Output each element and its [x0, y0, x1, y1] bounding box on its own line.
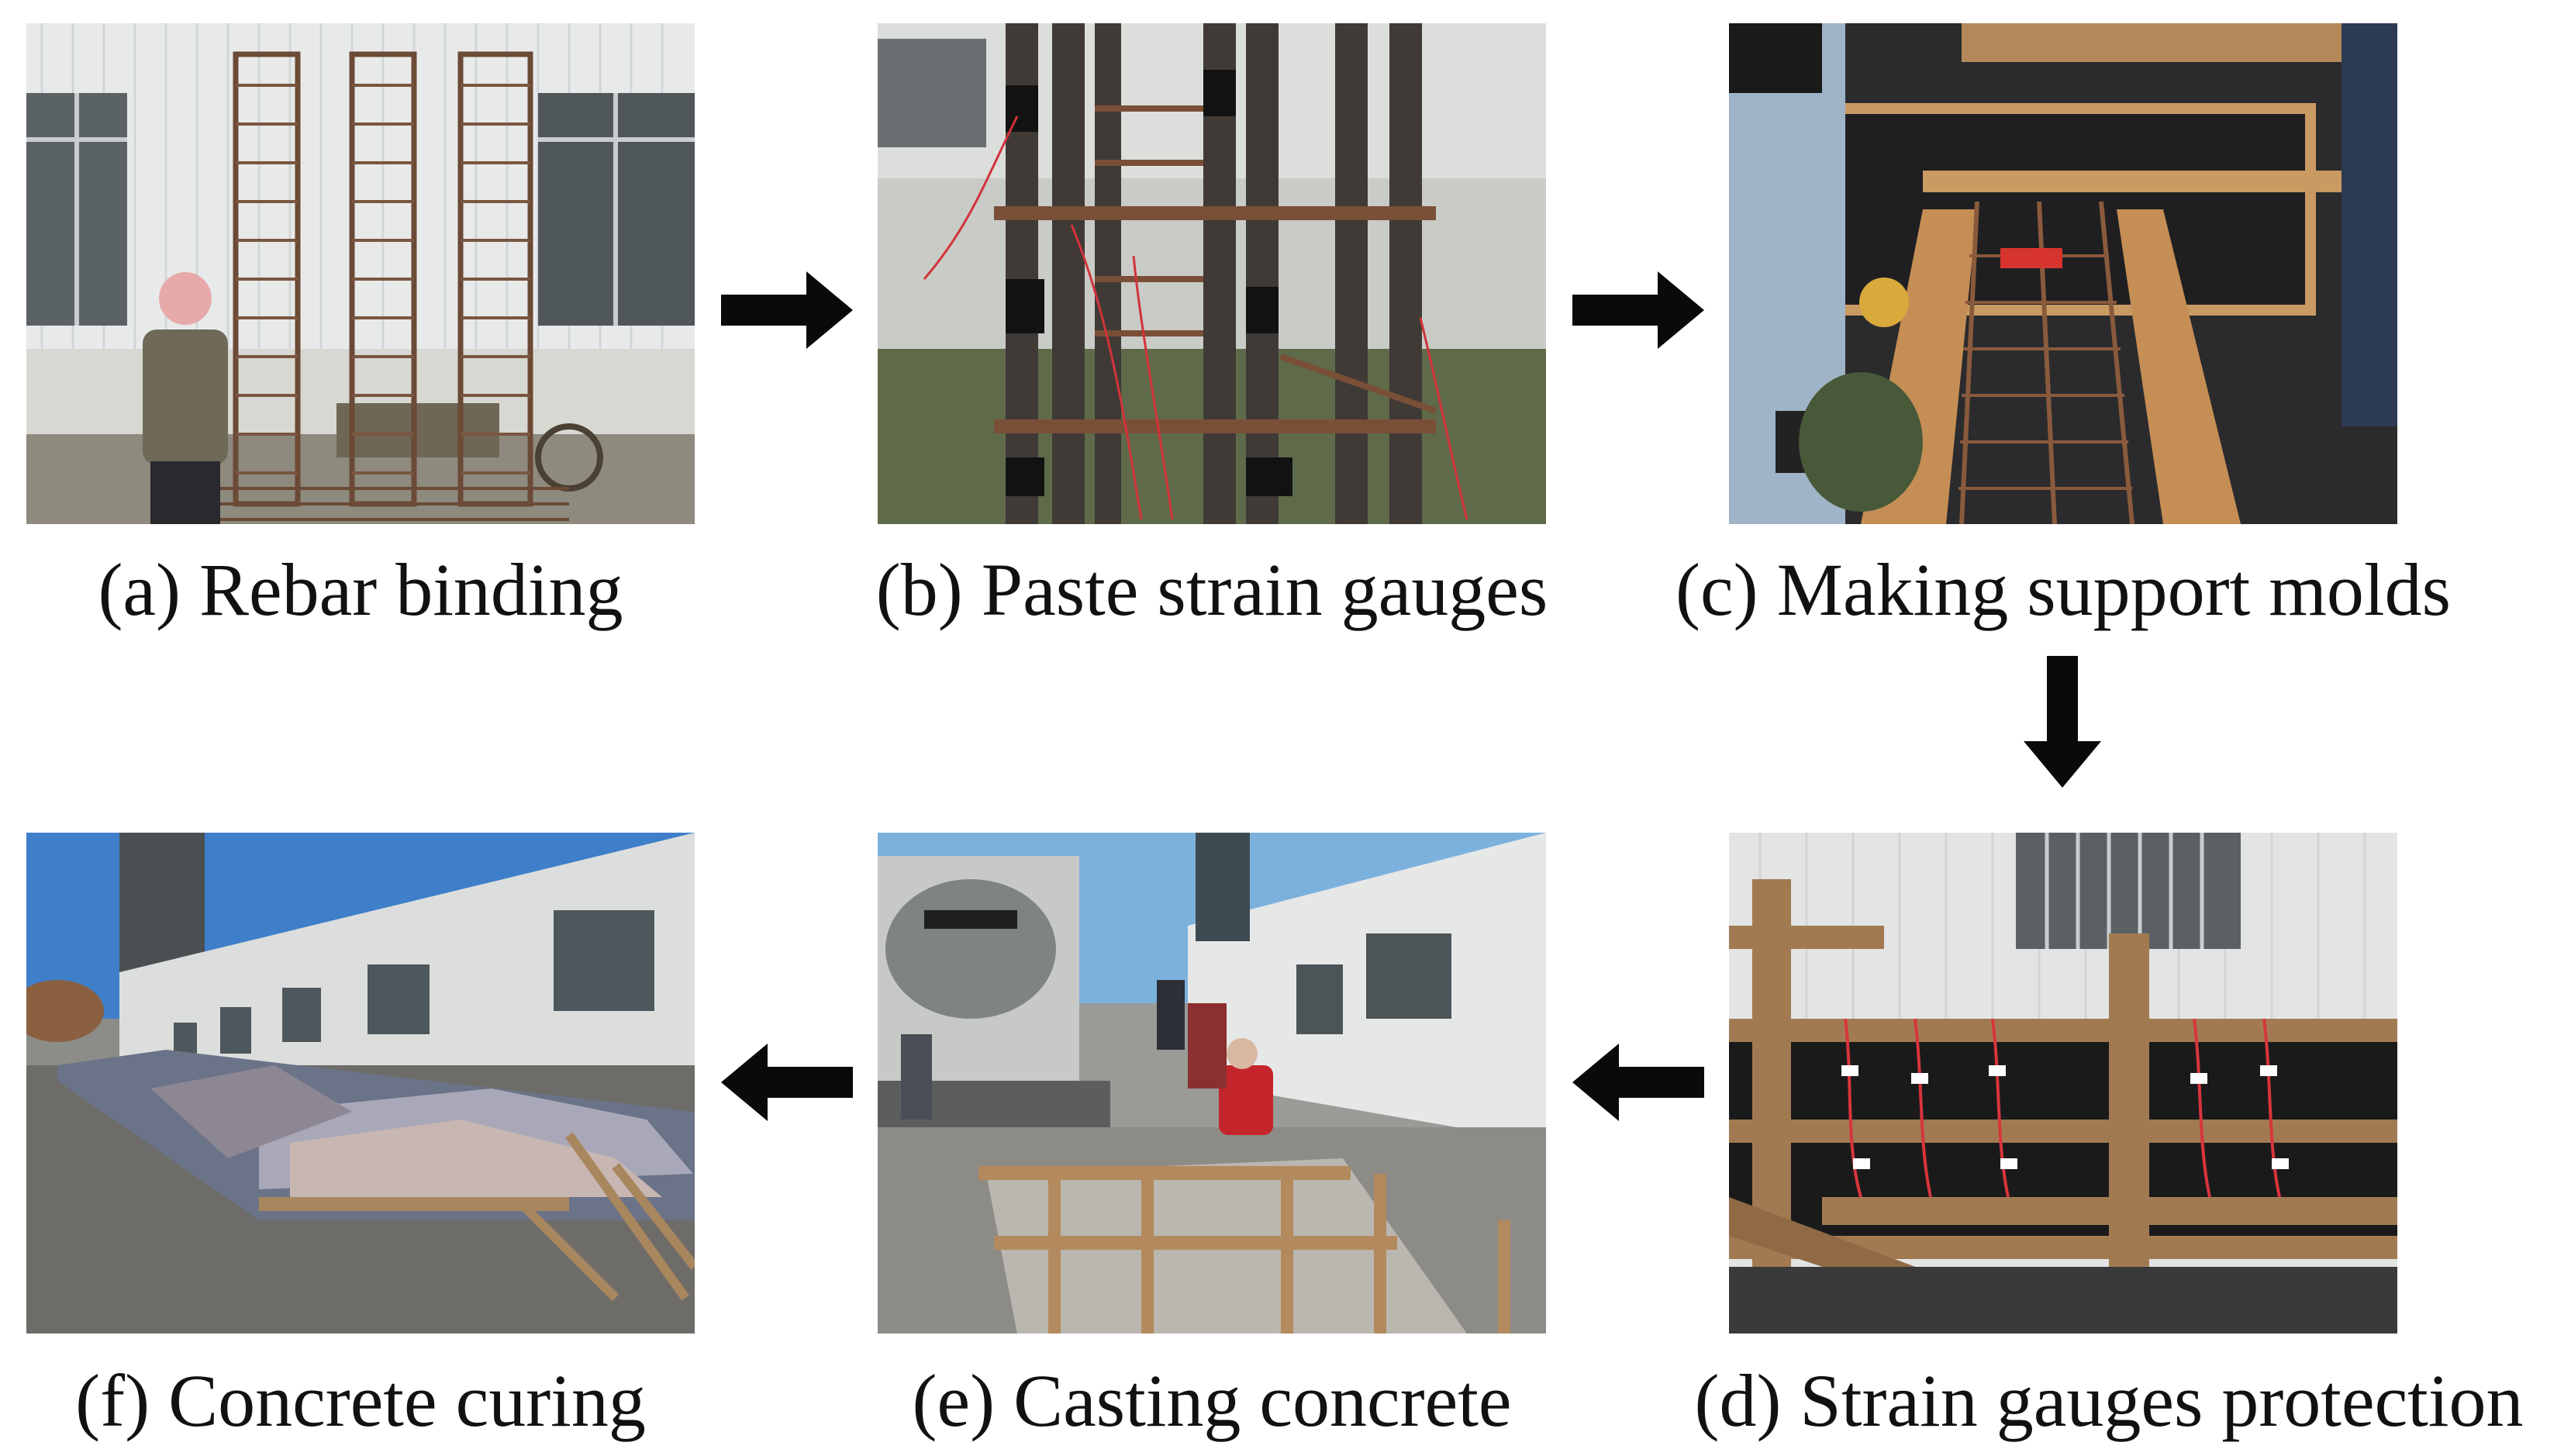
arrow-left-e-to-f [721, 1044, 853, 1121]
arrow-right-a-to-b [721, 271, 853, 349]
caption-paste-strain-gauges: (b) Paste strain gauges [875, 548, 1548, 631]
photo-strain-gauges-protection [1729, 833, 2397, 1334]
concrete-curing-image [26, 833, 695, 1334]
caption-making-support-molds: (c) Making support molds [1675, 548, 2451, 631]
photo-making-support-molds [1729, 23, 2397, 524]
arrow-right-b-to-c [1572, 271, 1704, 349]
strain-gauges-image [878, 23, 1546, 524]
arrow-down-c-to-d [2024, 656, 2101, 788]
photo-concrete-curing [26, 833, 695, 1334]
caption-strain-gauges-protection: (d) Strain gauges protection [1694, 1359, 2524, 1442]
casting-concrete-image [878, 833, 1546, 1334]
strain-gauges-protection-image [1729, 833, 2397, 1334]
caption-casting-concrete: (e) Casting concrete [912, 1359, 1512, 1442]
photo-paste-strain-gauges [878, 23, 1546, 524]
arrow-left-d-to-e [1572, 1044, 1704, 1121]
caption-rebar-binding: (a) Rebar binding [98, 548, 623, 631]
support-molds-image [1729, 23, 2397, 524]
arrow-left-icon [721, 1044, 853, 1121]
caption-concrete-curing: (f) Concrete curing [75, 1359, 646, 1442]
photo-rebar-binding [26, 23, 695, 524]
rebar-binding-image [26, 23, 695, 524]
arrow-right-icon [1572, 271, 1704, 349]
photo-casting-concrete [878, 833, 1546, 1334]
arrow-right-icon [721, 271, 853, 349]
arrow-left-icon [1572, 1044, 1704, 1121]
arrow-down-icon [2024, 656, 2101, 788]
